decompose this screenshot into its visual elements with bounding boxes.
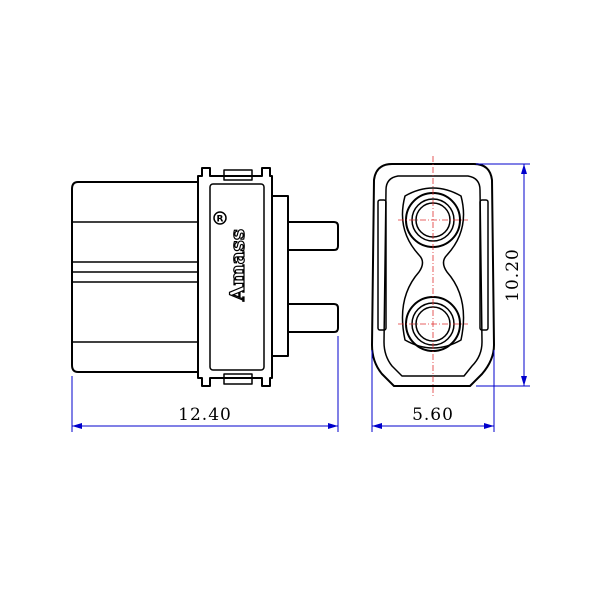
front-cavity-outline [401,187,465,349]
dimension-length-label: 12.40 [178,405,232,425]
dimension-width: 5.60 [371,350,495,432]
front-view [371,156,495,396]
side-flange [197,167,273,387]
front-left-recess [377,199,387,331]
front-outer-shell [371,163,495,387]
side-pin-block [271,195,289,357]
dimension-width-label: 5.60 [412,405,454,425]
dimension-length: 12.40 [71,336,339,432]
side-body-rear [71,181,199,373]
dimension-height: 10.20 [476,163,530,387]
front-right-recess [479,199,489,331]
front-inner-shell [383,175,483,377]
registered-mark-circle [213,211,227,225]
brand-logo-text: Amass [225,229,249,302]
side-pin-bottom [287,303,339,333]
side-flange-top-tab [223,169,253,181]
side-pin-top [287,221,339,251]
dimension-height-label: 10.20 [503,248,523,302]
side-label-panel [209,183,265,371]
registered-mark: R [217,215,224,225]
side-flange-bottom-tab [223,373,253,385]
side-view: R Amass [71,167,339,387]
